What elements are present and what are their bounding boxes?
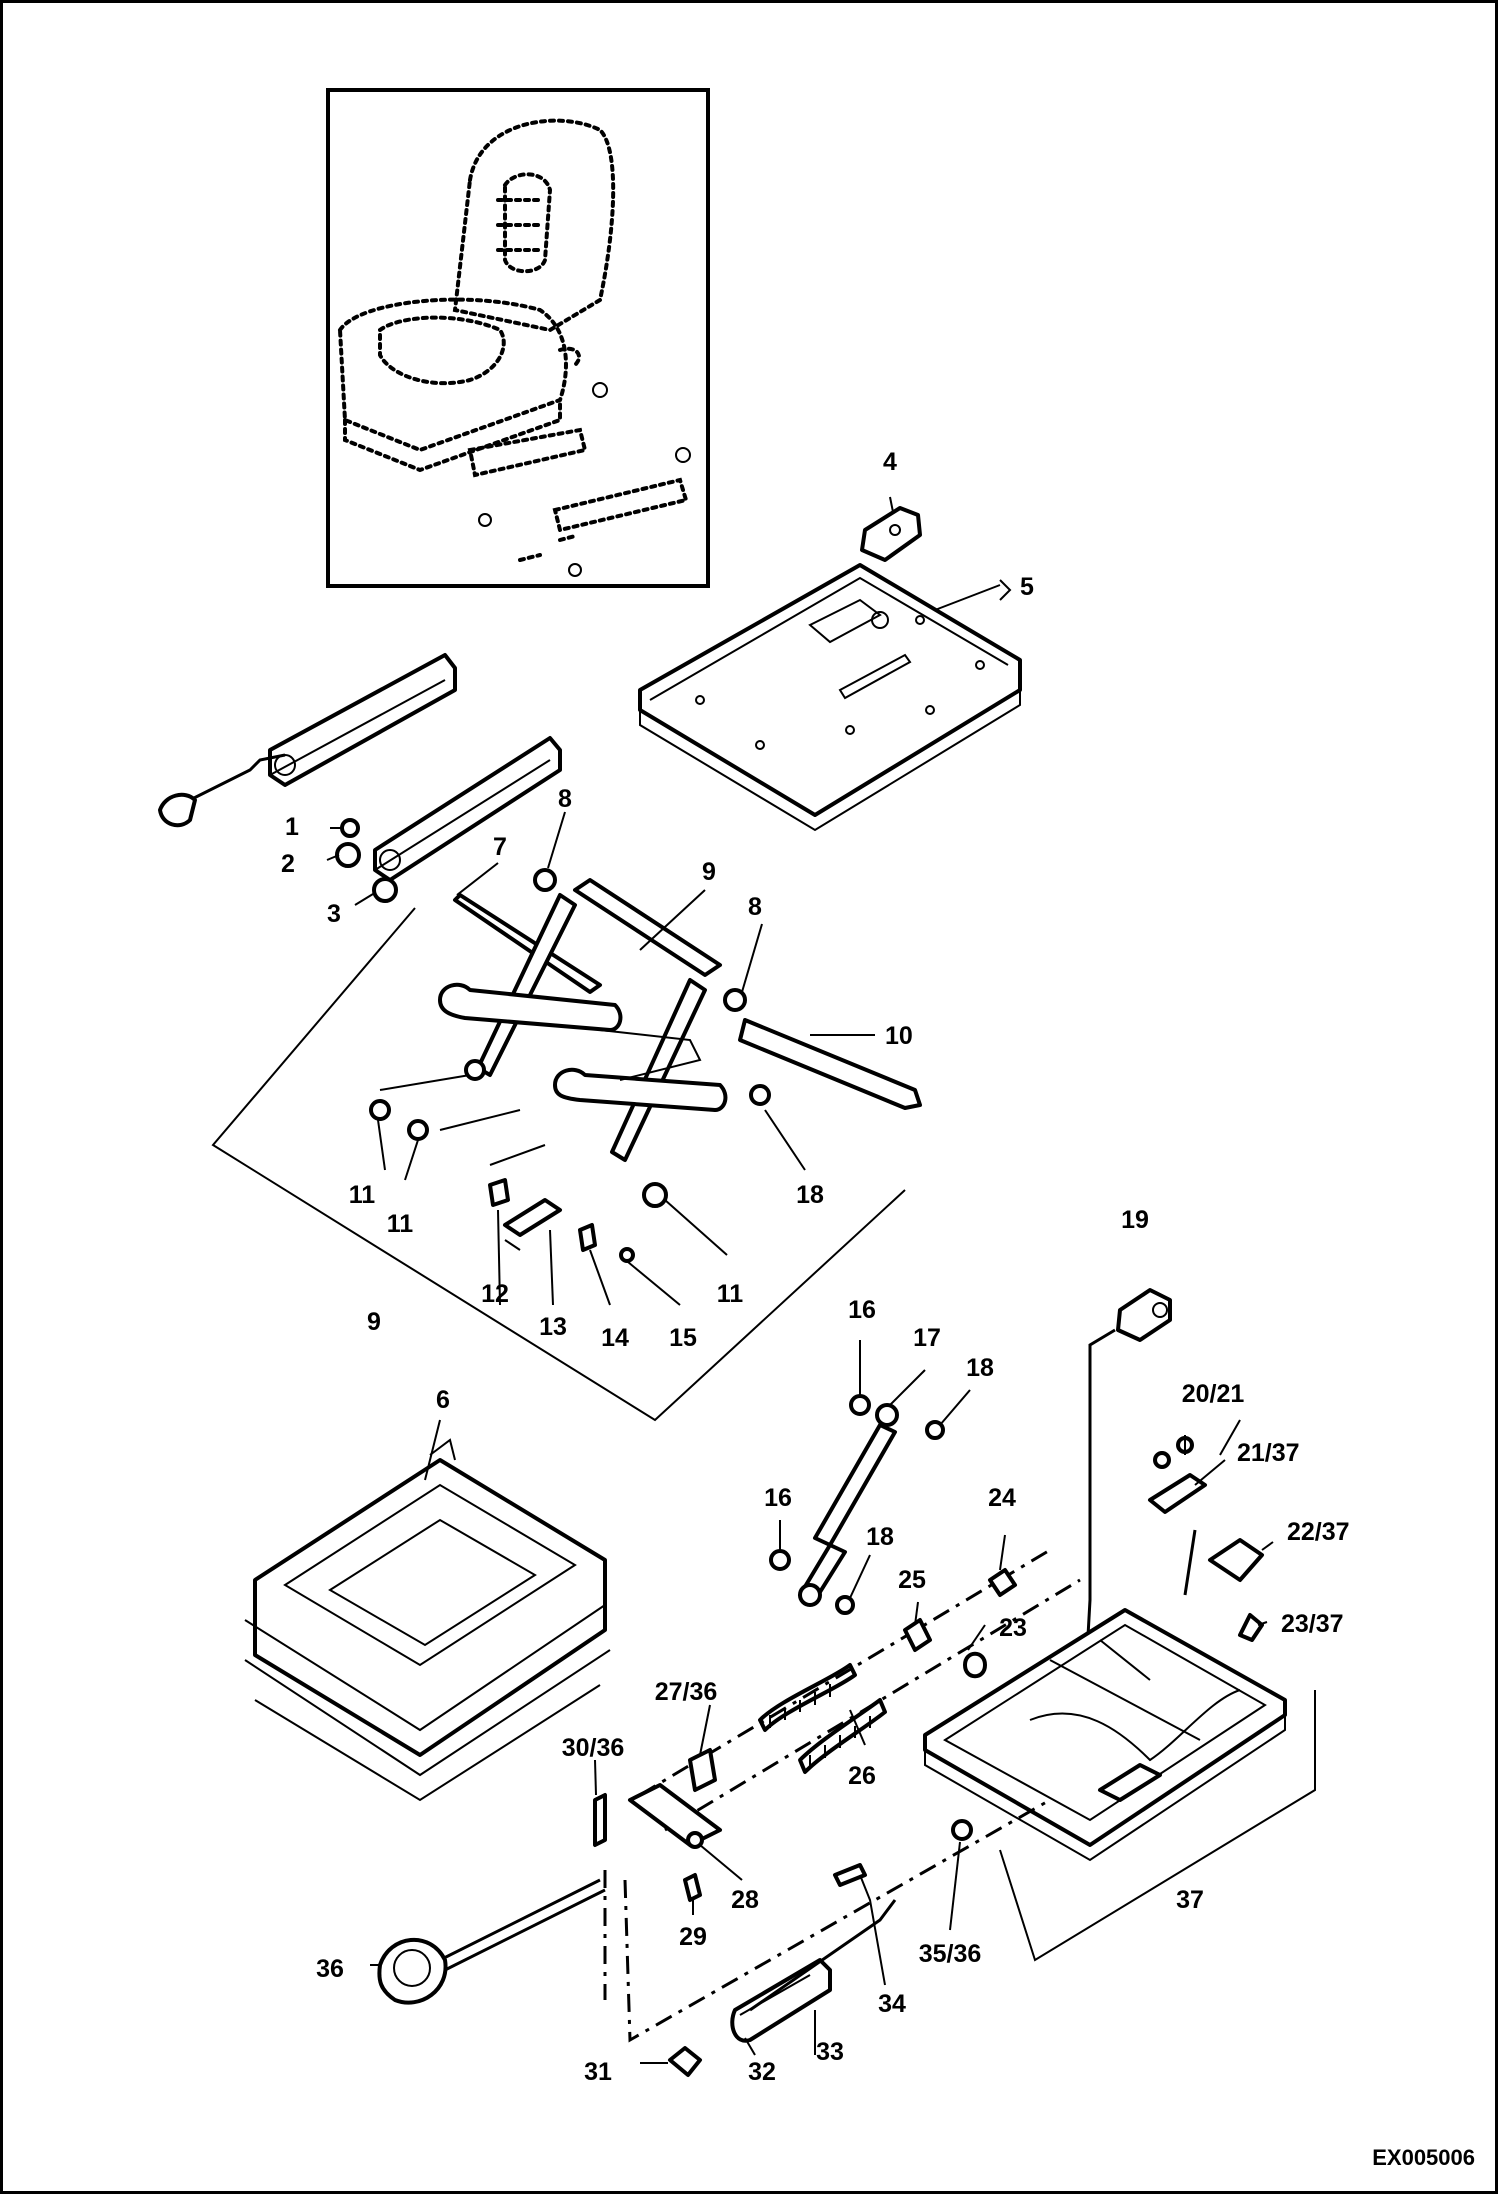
callout-23-37: 23/37	[1281, 1610, 1344, 1638]
callout-20-21: 20/21	[1182, 1380, 1245, 1408]
callout-11-right: 11	[717, 1280, 744, 1308]
callout-8-top: 8	[558, 785, 572, 813]
scissor-frame	[369, 868, 922, 1263]
callout-29: 29	[679, 1923, 707, 1951]
callout-26: 26	[848, 1762, 876, 1790]
callout-12: 12	[481, 1280, 509, 1308]
callout-10: 10	[885, 1022, 913, 1050]
callout-19: 19	[1121, 1206, 1149, 1234]
callout-18-scissor: 18	[796, 1181, 824, 1209]
callout-9-bottom: 9	[367, 1308, 381, 1336]
callout-11-left: 11	[349, 1181, 376, 1209]
callout-36: 36	[316, 1955, 344, 1983]
gas-spring	[769, 1394, 945, 1615]
hardware-23-24-25	[903, 1568, 1017, 1679]
callout-17: 17	[913, 1324, 941, 1352]
callout-6: 6	[436, 1386, 450, 1414]
scissor-group-bracket	[211, 907, 906, 1422]
callout-13: 13	[539, 1313, 567, 1341]
callout-30-36: 30/36	[562, 1734, 625, 1762]
inset-seat-overview	[326, 88, 710, 588]
callout-25: 25	[898, 1566, 926, 1594]
callout-37: 37	[1176, 1886, 1204, 1914]
callout-16-bottom: 16	[764, 1484, 792, 1512]
part-4-bracket	[860, 506, 922, 562]
callout-8-right: 8	[748, 893, 762, 921]
callout-27-36: 27/36	[655, 1678, 718, 1706]
adjuster-assembly	[377, 1748, 973, 2077]
callout-4: 4	[883, 448, 897, 476]
callout-11-mid: 11	[387, 1210, 414, 1238]
drawing-code: EX005006	[1372, 2145, 1475, 2170]
callout-34: 34	[878, 1990, 906, 2018]
part-26-springs	[758, 1663, 887, 1774]
callout-23: 23	[999, 1614, 1027, 1642]
slide-rails	[158, 653, 562, 903]
callout-22-37: 22/37	[1287, 1518, 1350, 1546]
callout-18-top: 18	[966, 1354, 994, 1382]
callout-33: 33	[816, 2038, 844, 2066]
callout-3: 3	[327, 900, 341, 928]
callout-31: 31	[584, 2058, 612, 2086]
callout-5: 5	[1020, 573, 1034, 601]
callout-32: 32	[748, 2058, 776, 2086]
callout-2: 2	[281, 850, 295, 878]
callout-7: 7	[493, 833, 507, 861]
part-37-base-plate	[923, 1608, 1316, 1962]
callout-16-top: 16	[848, 1296, 876, 1324]
leader-lines	[326, 496, 1274, 2064]
callout-21-37: 21/37	[1237, 1439, 1300, 1467]
callout-35-36: 35/36	[919, 1940, 982, 1968]
part-5-seat-plate	[638, 563, 1022, 832]
callout-28: 28	[731, 1886, 759, 1914]
callout-18-bottom: 18	[866, 1523, 894, 1551]
callout-1: 1	[285, 813, 299, 841]
part-19-cable-latch	[1049, 1288, 1264, 1722]
callout-15: 15	[669, 1324, 697, 1352]
callout-labels: 4 5 1 2 3 8 7 9 8 10 11 11 18 11 12 13 1…	[281, 448, 1350, 2086]
callout-14: 14	[601, 1324, 629, 1352]
callout-24: 24	[988, 1484, 1016, 1512]
callout-9-top: 9	[702, 858, 716, 886]
part-6-bellows	[244, 1438, 611, 1802]
